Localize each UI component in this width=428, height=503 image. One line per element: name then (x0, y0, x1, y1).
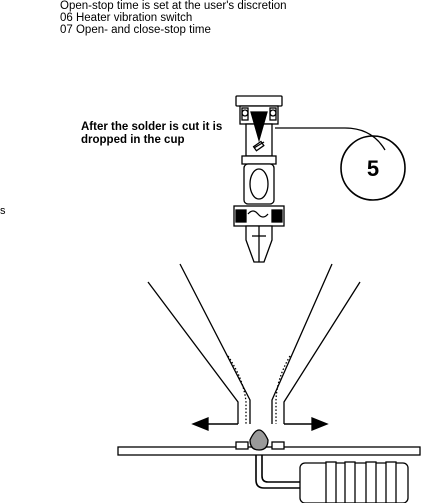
down-arrow-icon (250, 111, 268, 143)
step-badge (340, 135, 406, 201)
cutter-head (233, 95, 285, 263)
step-number: 5 (367, 156, 379, 181)
instruction-line: 07 Open- and close-stop time (60, 24, 211, 36)
right-arrow-icon (311, 417, 329, 431)
cropped-edge-text: s (0, 205, 6, 217)
instruction-line: Open-stop time is set at the user's disc… (60, 0, 287, 12)
solder-drop (249, 429, 269, 451)
left-arrow-icon (191, 417, 209, 431)
solder-cut-caption: After the solder is cut it is dropped in… (81, 121, 223, 146)
instruction-line: 06 Heater vibration switch (60, 12, 193, 24)
funnel-cup (147, 263, 361, 424)
circuit-board (117, 429, 421, 503)
instruction-lines: Open-stop time is set at the user's disc… (60, 0, 287, 36)
leader-line (275, 127, 386, 151)
